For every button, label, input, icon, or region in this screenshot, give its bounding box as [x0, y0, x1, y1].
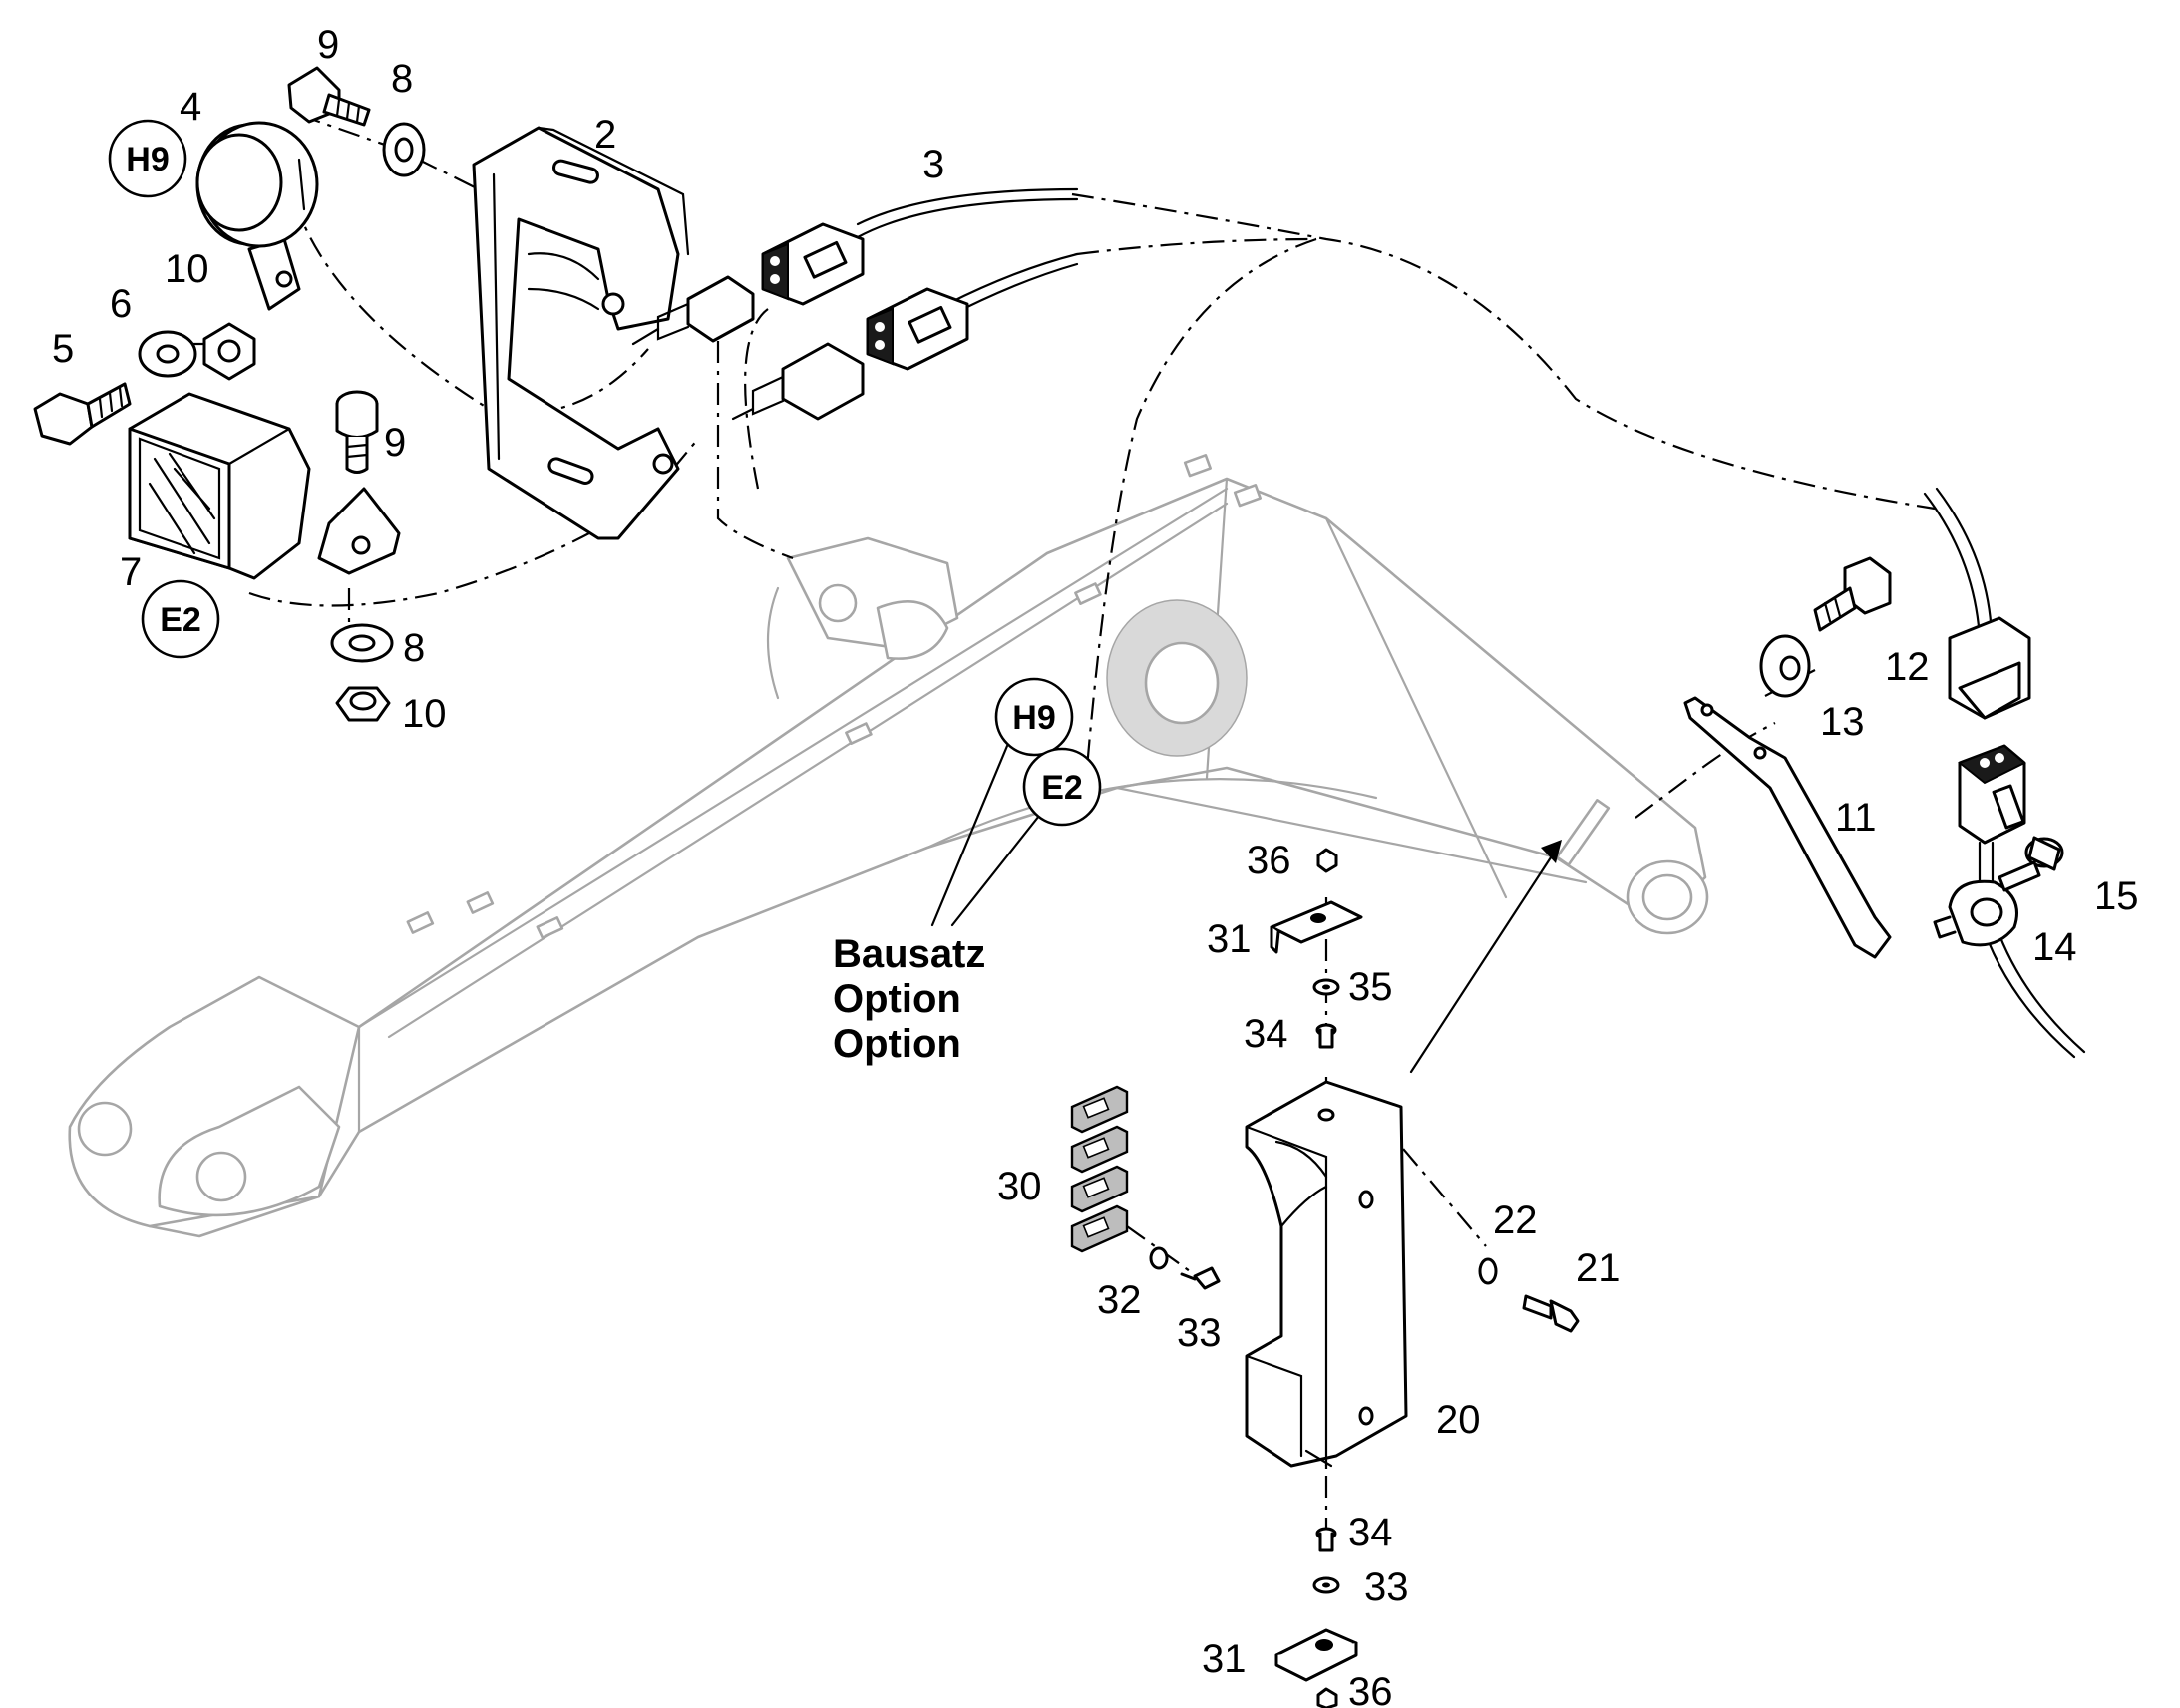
callout-30: 30	[997, 1165, 1042, 1208]
callout-2: 2	[594, 113, 616, 157]
circle-label-h9-center: H9	[994, 677, 1074, 757]
note-leaders	[930, 744, 1041, 927]
callout-13: 13	[1820, 700, 1865, 744]
callout-15: 15	[2094, 874, 2139, 918]
bolt-part-top	[287, 66, 371, 127]
washer-part-6	[138, 330, 197, 378]
nut-part-top	[182, 322, 256, 381]
plate-part-31-bottom	[1274, 1628, 1358, 1682]
callout-31-bottom: 31	[1202, 1637, 1247, 1681]
callout-3: 3	[922, 143, 944, 186]
callout-34-top: 34	[1244, 1012, 1288, 1056]
clip-part-14	[1933, 879, 2018, 947]
washer-part-32	[1149, 1246, 1169, 1270]
callout-32: 32	[1097, 1278, 1142, 1322]
washer-part-top	[382, 122, 426, 177]
nut-part-36-bottom	[1316, 1687, 1338, 1708]
callout-4: 4	[180, 85, 201, 129]
callout-11: 11	[1835, 796, 1877, 840]
callout-12: 12	[1885, 645, 1930, 689]
callout-31-top: 31	[1207, 917, 1252, 961]
cap-screw-part	[335, 390, 379, 474]
callout-10-top: 10	[165, 247, 209, 291]
callout-9-top: 9	[317, 23, 339, 67]
callout-21: 21	[1576, 1246, 1621, 1290]
bolt-part-12	[1813, 556, 1892, 632]
washer-part-22	[1478, 1257, 1498, 1285]
callout-5: 5	[52, 327, 74, 371]
plate-part-31-top	[1270, 900, 1363, 954]
pointer-arrow	[1409, 840, 1562, 1074]
note-line-1: Bausatz	[833, 932, 985, 976]
cable-connectors	[631, 187, 1079, 421]
nut-part-36-top	[1316, 848, 1338, 873]
svg-text:H9: H9	[1012, 699, 1055, 737]
callout-numbers: 9 8 4 2 3 10 6 5 9 7 8 10 12 13 11 15 14…	[52, 23, 2139, 1708]
mounting-foot-part	[317, 487, 401, 575]
washer-part-35	[1312, 978, 1340, 996]
callout-33-left: 33	[1177, 1311, 1222, 1355]
washer-part-33-bottom	[1312, 1576, 1340, 1594]
circle-label-h9-top: H9	[108, 119, 187, 198]
hex-bolt-part	[33, 382, 132, 446]
callout-6: 6	[110, 282, 132, 326]
screw-part-21	[1522, 1294, 1580, 1333]
callout-10-lower: 10	[402, 692, 447, 736]
nut-part-bottom	[335, 686, 391, 722]
callout-8-top: 8	[391, 57, 413, 101]
callout-8-lower: 8	[403, 626, 425, 670]
cover-part-20	[1245, 1080, 1408, 1468]
callout-14: 14	[2032, 925, 2077, 969]
cable-part-right	[1923, 487, 2086, 1059]
note-line-3: Option	[833, 1022, 961, 1066]
excavator-boom	[68, 454, 1709, 1238]
circle-label-e2-left: E2	[141, 579, 220, 659]
bracket-part-11	[1683, 696, 1892, 959]
callout-22: 22	[1493, 1198, 1538, 1242]
callout-33-bottom: 33	[1364, 1565, 1409, 1609]
work-light-part	[128, 392, 311, 580]
circle-label-e2-center: E2	[1022, 747, 1102, 827]
svg-text:E2: E2	[160, 601, 201, 639]
callout-36-top: 36	[1247, 839, 1291, 882]
callout-35: 35	[1348, 965, 1393, 1009]
callout-34-bottom: 34	[1348, 1511, 1393, 1554]
horn-part	[195, 121, 319, 311]
screw-part-15	[1998, 836, 2064, 892]
callout-20: 20	[1436, 1398, 1481, 1442]
washer-part-13	[1759, 634, 1811, 698]
clip-stack-part-30	[1070, 1085, 1129, 1253]
svg-text:H9: H9	[126, 141, 169, 178]
callout-7: 7	[120, 550, 142, 594]
bracket-part	[472, 126, 690, 540]
washer-part-bottom	[330, 623, 394, 663]
svg-text:E2: E2	[1041, 769, 1083, 807]
callout-9-lower: 9	[384, 421, 406, 465]
note-line-2: Option	[833, 977, 961, 1021]
screw-part-34-top	[1315, 1023, 1337, 1049]
screw-part-33-left	[1180, 1266, 1221, 1290]
callout-36-bottom: 36	[1348, 1670, 1393, 1708]
screw-part-34-bottom	[1315, 1527, 1337, 1552]
